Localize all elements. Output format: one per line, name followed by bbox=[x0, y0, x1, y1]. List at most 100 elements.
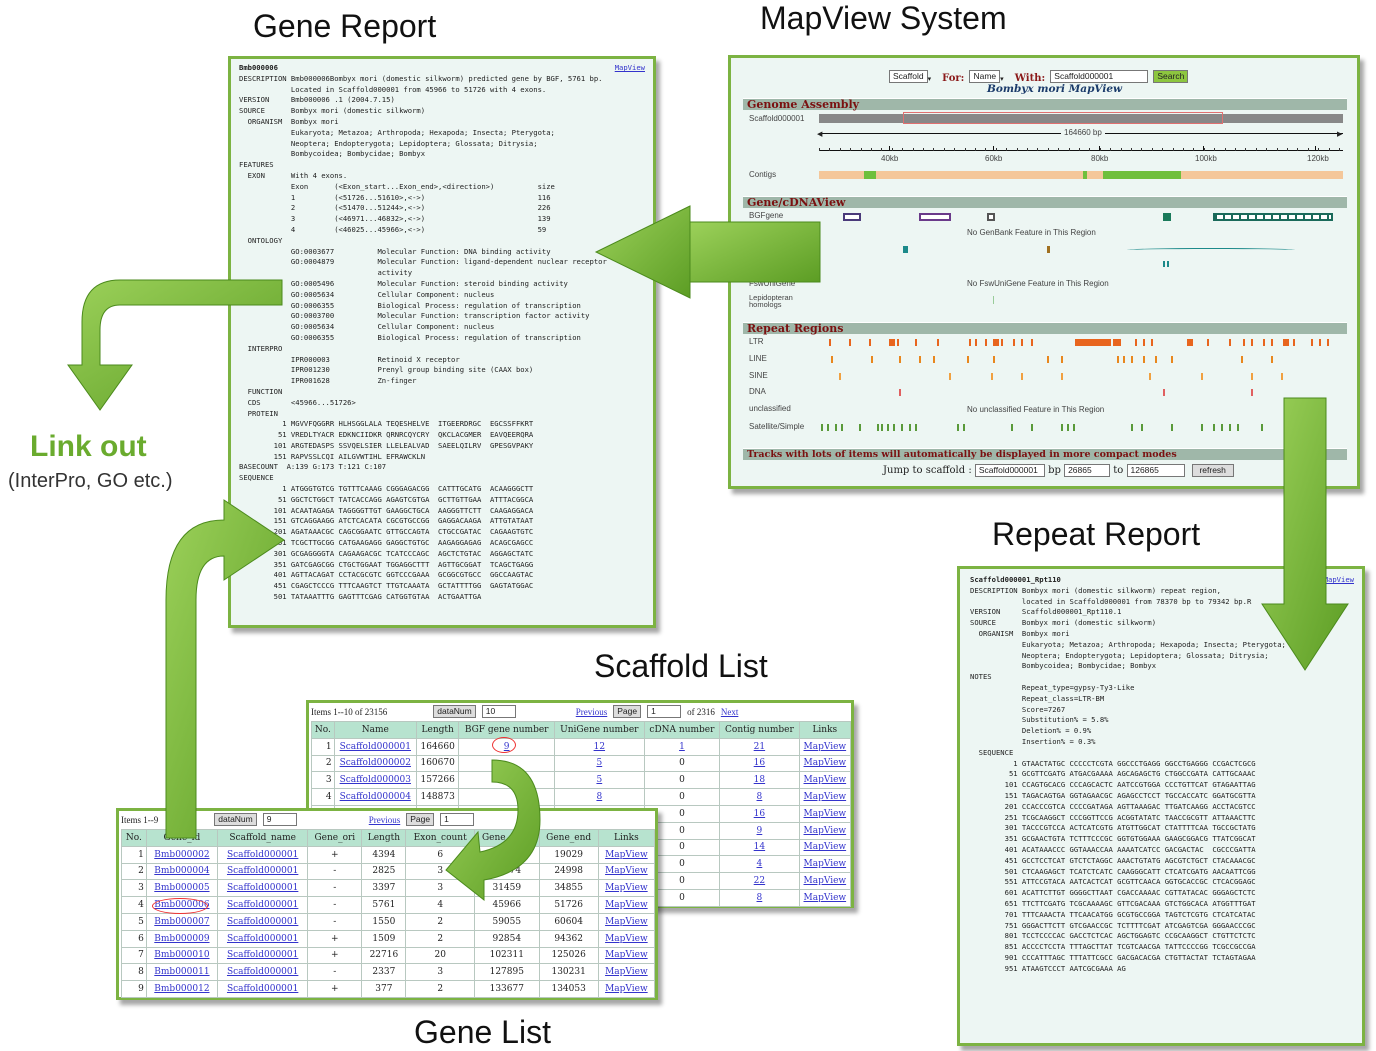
table-cell[interactable]: Scaffold000004 bbox=[333, 788, 417, 806]
column-header[interactable]: Length bbox=[361, 829, 407, 847]
with-input[interactable]: Scaffold000001 bbox=[1050, 70, 1149, 83]
column-header[interactable]: Links bbox=[798, 721, 852, 739]
for-select[interactable]: Name bbox=[969, 70, 1001, 83]
table-cell[interactable]: MapView bbox=[597, 896, 656, 914]
column-header[interactable]: Gene_start bbox=[473, 829, 540, 847]
scaffold-datanum-button[interactable]: dataNum bbox=[433, 705, 476, 718]
column-header[interactable]: Length bbox=[415, 721, 460, 739]
column-header[interactable]: Gene_id bbox=[145, 829, 219, 847]
table-cell[interactable]: MapView bbox=[597, 929, 656, 948]
refresh-button[interactable]: refresh bbox=[1191, 464, 1234, 477]
column-header[interactable]: No. bbox=[121, 829, 147, 847]
table-cell[interactable]: MapView bbox=[597, 980, 656, 998]
gene-previous-link[interactable]: Previous bbox=[368, 814, 401, 825]
column-header[interactable]: cDNA number bbox=[643, 721, 721, 739]
table-cell[interactable]: MapView bbox=[597, 963, 656, 982]
column-header[interactable]: BGF gene number bbox=[458, 721, 555, 739]
table-cell[interactable]: Bmb000007 bbox=[145, 912, 219, 931]
table-cell[interactable]: Bmb000012 bbox=[145, 980, 219, 998]
table-cell[interactable]: Scaffold000001 bbox=[217, 929, 309, 948]
table-cell[interactable]: MapView bbox=[798, 821, 852, 840]
table-cell[interactable]: MapView bbox=[798, 754, 852, 773]
table-cell[interactable]: Scaffold000002 bbox=[333, 754, 417, 773]
repeat-mark bbox=[869, 339, 871, 346]
table-cell[interactable]: MapView bbox=[798, 771, 852, 790]
column-header[interactable]: Contig number bbox=[719, 721, 800, 739]
table-cell[interactable]: Scaffold000001 bbox=[217, 980, 309, 998]
table-cell[interactable]: Scaffold000001 bbox=[217, 845, 309, 864]
gene-report-mapview-link[interactable]: MapView bbox=[614, 63, 645, 72]
table-cell[interactable]: 8 bbox=[719, 788, 800, 806]
table-cell[interactable]: MapView bbox=[597, 845, 656, 864]
table-cell[interactable]: MapView bbox=[597, 946, 656, 965]
table-cell[interactable]: 1 bbox=[643, 737, 721, 756]
column-header[interactable]: Name bbox=[333, 721, 417, 739]
table-cell[interactable]: Bmb000011 bbox=[145, 963, 219, 982]
table-cell[interactable]: Scaffold000001 bbox=[217, 896, 309, 914]
table-cell[interactable]: 5 bbox=[553, 754, 645, 773]
scaffold-datanum-input[interactable]: 10 bbox=[481, 705, 516, 718]
table-cell[interactable]: MapView bbox=[597, 912, 656, 931]
bgf-gene-box[interactable] bbox=[1213, 213, 1333, 221]
table-cell[interactable]: 18 bbox=[719, 771, 800, 790]
table-cell[interactable]: MapView bbox=[798, 788, 852, 806]
table-cell[interactable]: Bmb000009 bbox=[145, 929, 219, 948]
table-cell[interactable]: MapView bbox=[798, 838, 852, 857]
bgf-gene-box[interactable] bbox=[987, 213, 995, 221]
table-cell[interactable]: 8 bbox=[719, 888, 800, 907]
column-header[interactable]: Scaffold_name bbox=[217, 829, 309, 847]
scaffold-page-button[interactable]: Page bbox=[613, 705, 642, 718]
table-cell[interactable]: 4 bbox=[719, 855, 800, 874]
from-input[interactable]: 26865 bbox=[1064, 464, 1111, 477]
table-cell[interactable]: Scaffold000001 bbox=[217, 946, 309, 965]
column-header[interactable]: Links bbox=[597, 829, 656, 847]
table-cell[interactable]: 21 bbox=[719, 737, 800, 756]
gene-page-button[interactable]: Page bbox=[406, 813, 435, 826]
table-cell[interactable]: Bmb000002 bbox=[145, 845, 219, 864]
table-cell[interactable]: 14 bbox=[719, 838, 800, 857]
table-cell[interactable]: Bmb000005 bbox=[145, 879, 219, 898]
table-cell[interactable]: 5 bbox=[553, 771, 645, 790]
table-cell[interactable]: MapView bbox=[798, 872, 852, 890]
bgf-gene-box[interactable] bbox=[919, 213, 951, 221]
table-cell[interactable]: Bmb000010 bbox=[145, 946, 219, 965]
table-cell[interactable]: Bmb000004 bbox=[145, 862, 219, 881]
table-cell[interactable]: MapView bbox=[798, 855, 852, 874]
table-cell[interactable]: 9 bbox=[719, 821, 800, 840]
table-cell[interactable]: MapView bbox=[597, 879, 656, 898]
column-header[interactable]: Gene_ori bbox=[307, 829, 363, 847]
table-cell[interactable]: MapView bbox=[798, 737, 852, 756]
table-cell[interactable]: 8 bbox=[553, 788, 645, 806]
table-cell[interactable]: Scaffold000001 bbox=[217, 879, 309, 898]
bgf-gene-box[interactable] bbox=[1163, 213, 1171, 221]
scaffold-next-link[interactable]: Next bbox=[720, 706, 739, 717]
table-cell[interactable]: MapView bbox=[597, 862, 656, 881]
column-header[interactable]: No. bbox=[311, 721, 335, 739]
table-cell[interactable]: Scaffold000003 bbox=[333, 771, 417, 790]
scaffold-page-input[interactable]: 1 bbox=[647, 705, 682, 718]
table-cell[interactable]: MapView bbox=[798, 888, 852, 907]
column-header[interactable]: Exon_count bbox=[405, 829, 475, 847]
gene-datanum-input[interactable]: 9 bbox=[262, 813, 297, 826]
repeat-report-mapview-link[interactable]: MapView bbox=[1323, 575, 1354, 584]
table-cell[interactable]: Scaffold000001 bbox=[217, 963, 309, 982]
table-cell[interactable]: Scaffold000001 bbox=[333, 737, 417, 756]
table-cell[interactable]: 22 bbox=[719, 872, 800, 890]
bgf-gene-box[interactable] bbox=[843, 213, 861, 221]
to-input[interactable]: 126865 bbox=[1126, 464, 1185, 477]
jump-scaffold-input[interactable]: Scaffold000001 bbox=[974, 464, 1045, 477]
table-cell[interactable]: Scaffold000001 bbox=[217, 912, 309, 931]
table-cell[interactable]: 16 bbox=[719, 804, 800, 823]
table-cell: 31459 bbox=[473, 879, 540, 898]
table-cell[interactable]: 16 bbox=[719, 754, 800, 773]
table-cell[interactable]: 12 bbox=[553, 737, 645, 756]
type-select[interactable]: Scaffold bbox=[889, 70, 928, 83]
column-header[interactable]: UniGene number bbox=[553, 721, 645, 739]
search-button[interactable]: Search bbox=[1153, 70, 1189, 83]
scaffold-previous-link[interactable]: Previous bbox=[575, 706, 608, 717]
table-cell[interactable]: MapView bbox=[798, 804, 852, 823]
column-header[interactable]: Gene_end bbox=[538, 829, 599, 847]
table-cell[interactable]: Scaffold000001 bbox=[217, 862, 309, 881]
gene-datanum-button[interactable]: dataNum bbox=[214, 813, 257, 826]
gene-page-input[interactable]: 1 bbox=[440, 813, 475, 826]
